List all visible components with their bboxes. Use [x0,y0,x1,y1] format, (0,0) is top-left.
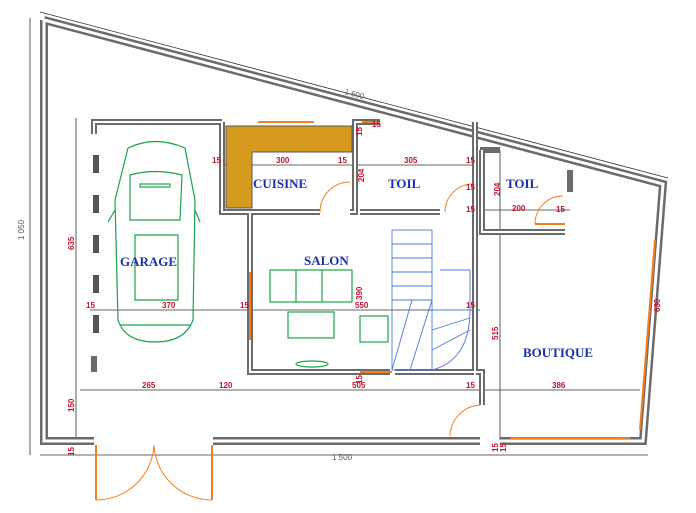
doors-windows [95,121,656,500]
room-label-boutique: BOUTIQUE [523,345,593,360]
dim-left-garage: 635 [67,236,76,250]
room-label-garage: GARAGE [120,254,177,269]
dim-boutique-515: 515 [491,326,500,340]
dim-bottom-505: 505 [352,381,366,390]
dim-toil-width: 305 [404,156,418,165]
dim-bottom-265: 265 [142,381,156,390]
room-label-toil-2: TOIL [506,176,539,191]
dim-bottom-15: 15 [466,381,475,390]
dim-left-overall: 1 050 [17,219,26,240]
dim-salon-width: 550 [355,301,369,310]
dim-toil2-15a: 15 [466,183,475,192]
dim-toil2-width: 200 [512,204,526,213]
staircase-icon [391,229,471,371]
dim-top-15a: 15 [355,127,364,136]
dim-bottom-edge-15b: 15 [499,443,508,452]
sofa-icon [269,269,389,368]
dim-garage-width: 370 [162,301,176,310]
outer-walls-inner-line [42,18,665,443]
dim-bottom-overall: 1 500 [332,453,353,462]
dim-salon-15a: 15 [240,301,249,310]
dimension-lines [29,11,669,456]
garage-wall-blocks [93,155,99,333]
room-label-toil-1: TOIL [388,176,421,191]
dim-left-bottom: 150 [67,398,76,412]
dim-salon-15b: 15 [466,301,475,310]
dim-bottom-386: 386 [552,381,566,390]
interior-walls-inner-line [93,121,565,405]
room-label-cuisine: CUISINE [253,176,307,191]
dim-salon-390: 390 [355,286,364,300]
dim-bottom-120: 120 [219,381,233,390]
dim-toil-right-15: 15 [466,156,475,165]
dim-left-edge-15: 15 [67,447,76,456]
dim-toil2-15b: 15 [466,205,475,214]
room-label-salon: SALON [304,253,349,268]
dim-cuisine-width: 300 [276,156,290,165]
dim-wall-204a: 204 [357,168,366,182]
outer-walls [40,16,668,445]
dim-garage-15: 15 [86,301,95,310]
car-icon [107,140,201,343]
dim-kitchen-left-15: 15 [212,156,221,165]
dim-bottom-edge-15a: 15 [491,443,500,452]
dim-toil2-15c: 15 [556,205,565,214]
kitchen-counter [225,125,353,209]
dim-top-15b: 15 [372,120,381,129]
dim-kitchen-mid-15: 15 [338,156,347,165]
door-arcs [95,181,564,501]
dim-wall-204b: 204 [493,182,502,196]
dim-right-side: 630 [653,298,662,312]
dim-bottom-15b: 15 [355,375,364,384]
